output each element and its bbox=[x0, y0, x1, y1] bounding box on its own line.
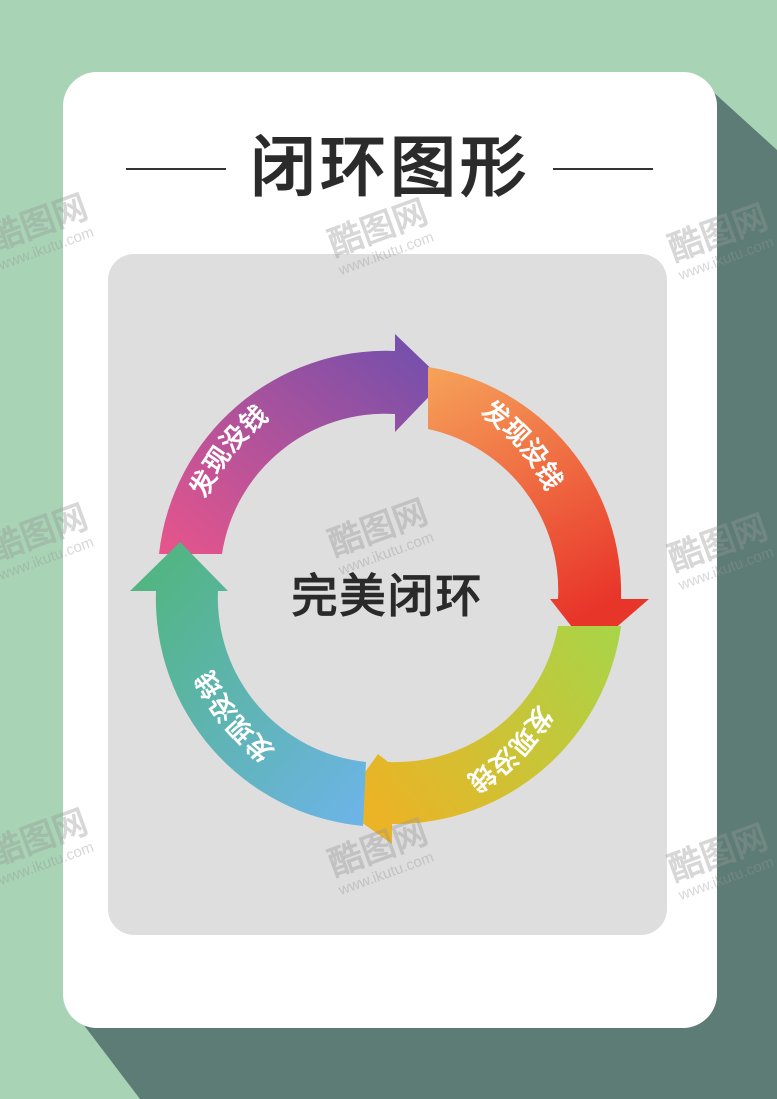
closed-loop-diagram: 发现没钱 发现没钱 发现没钱 发现没钱 bbox=[130, 334, 649, 844]
title-row: 闭环图形 bbox=[63, 128, 717, 208]
title-left-rule bbox=[126, 168, 226, 170]
center-label: 完美闭环 bbox=[291, 569, 484, 623]
loop-segment-4 bbox=[130, 542, 366, 826]
page-title: 闭环图形 bbox=[250, 129, 530, 206]
title-right-rule bbox=[553, 168, 653, 170]
loop-segment-1 bbox=[159, 334, 444, 554]
loop-segment-2 bbox=[428, 367, 649, 650]
loop-segment-3 bbox=[340, 626, 621, 844]
